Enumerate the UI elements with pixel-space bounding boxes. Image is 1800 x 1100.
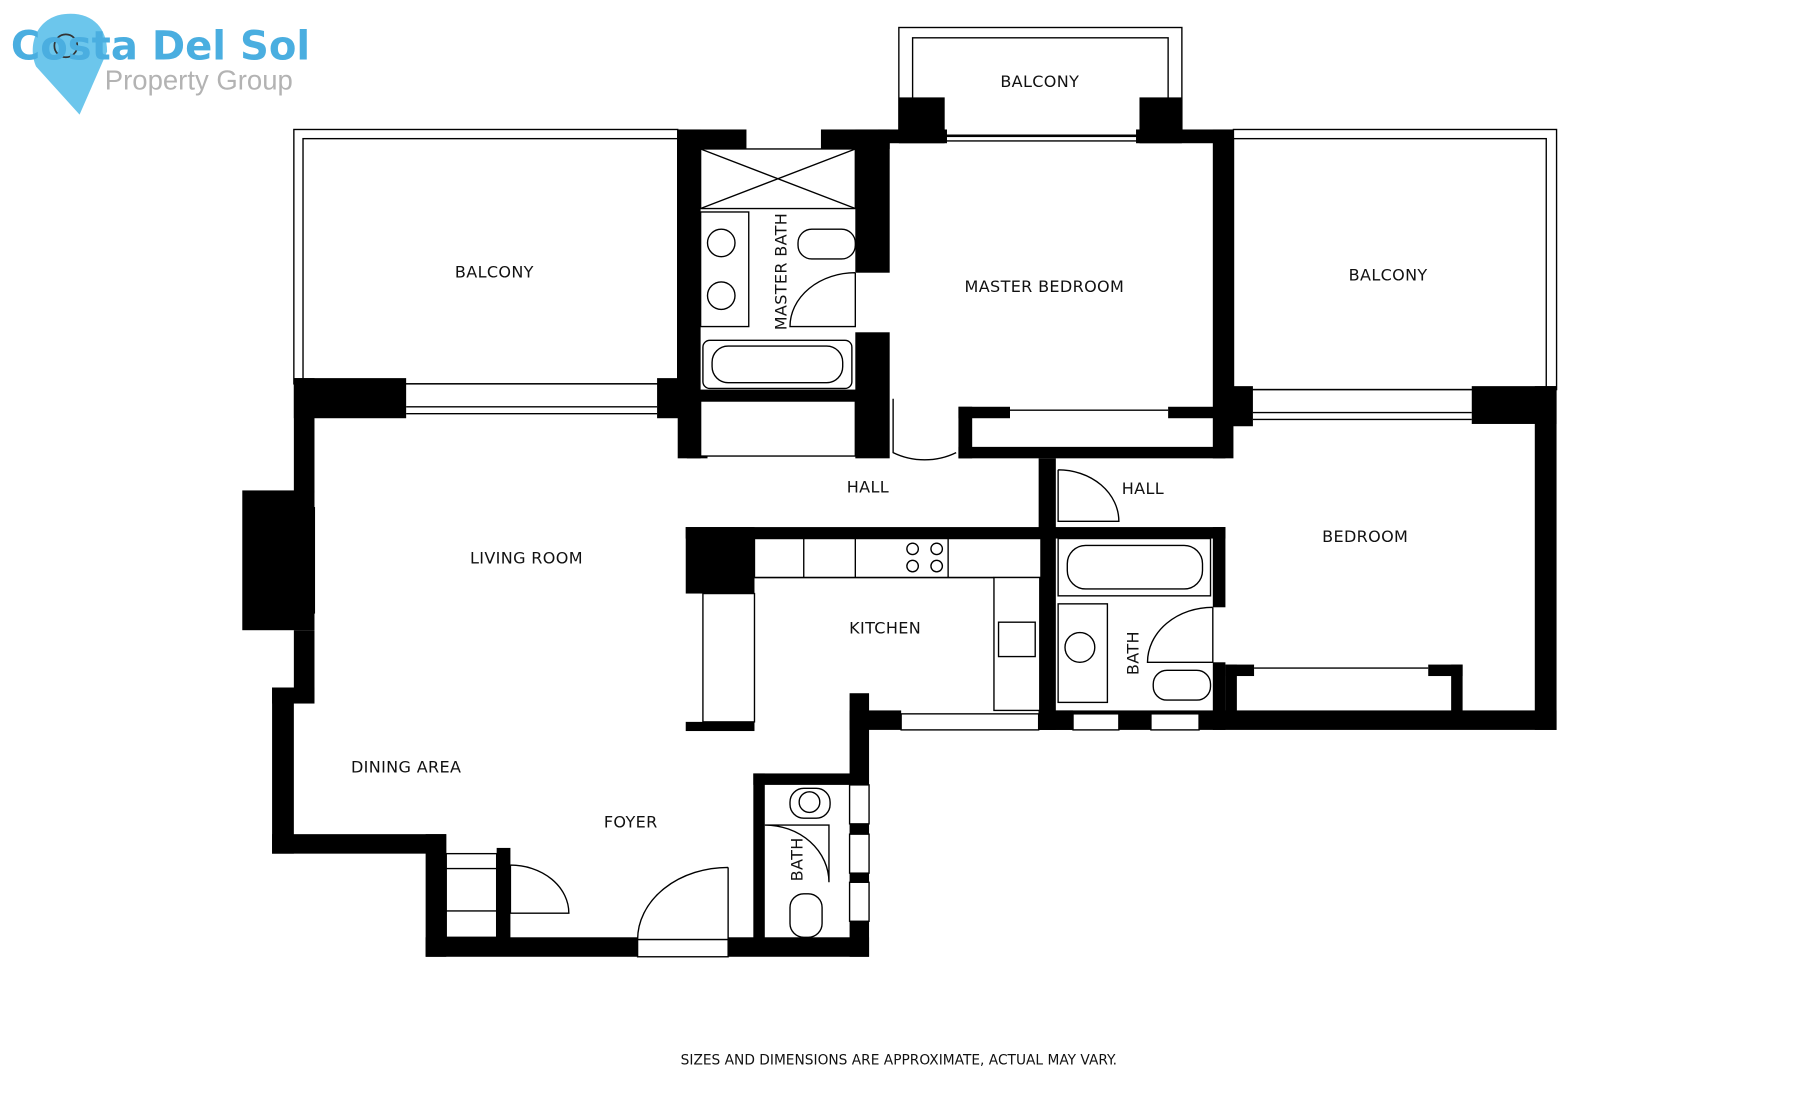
label-living-room: LIVING ROOM (470, 549, 583, 568)
label-kitchen: KITCHEN (849, 619, 921, 638)
label-master-bath: MASTER BATH (772, 213, 791, 330)
room-labels: BALCONY BALCONY BALCONY MASTER BATH MAST… (351, 72, 1428, 881)
fixtures (264, 134, 1472, 958)
label-hall-left: HALL (847, 478, 889, 497)
label-bedroom: BEDROOM (1322, 527, 1408, 546)
label-master-bedroom: MASTER BEDROOM (965, 277, 1125, 296)
label-bath-small: BATH (788, 837, 807, 881)
label-bath-right: BATH (1123, 631, 1142, 675)
label-balcony-right: BALCONY (1349, 266, 1428, 285)
map-pin-icon (32, 13, 108, 115)
logo-tagline: Property Group (105, 64, 293, 95)
label-balcony-top: BALCONY (1000, 72, 1079, 91)
label-hall-right: HALL (1122, 479, 1164, 498)
label-foyer: FOYER (604, 812, 658, 831)
logo-name: Costa Del Sol (11, 24, 310, 70)
company-logo: Costa Del Sol Property Group (11, 13, 310, 115)
label-dining-area: DINING AREA (351, 757, 461, 776)
label-balcony-left: BALCONY (455, 262, 534, 281)
disclaimer: SIZES AND DIMENSIONS ARE APPROXIMATE, AC… (681, 1052, 1117, 1068)
fireplace-hatch (264, 507, 316, 614)
balcony-outlines (293, 26, 1558, 391)
